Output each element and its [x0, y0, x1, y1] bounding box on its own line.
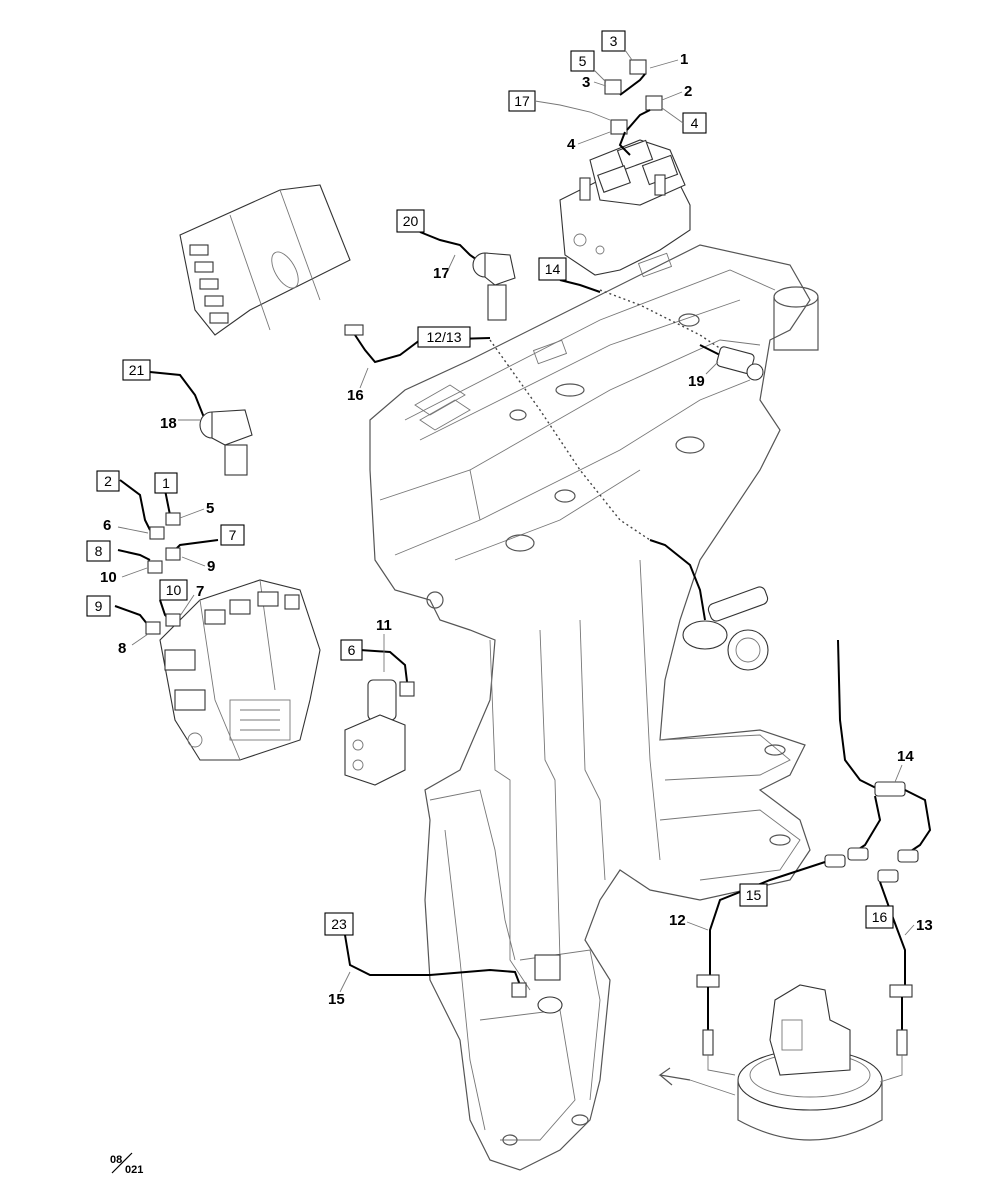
slewing-ring: [658, 984, 883, 1141]
boxed-number: 15: [739, 883, 768, 907]
svg-text:4: 4: [691, 115, 699, 131]
swivel-sensor-assembly: [649, 539, 769, 671]
boxed-number: 4: [682, 112, 707, 134]
boxed-number: 1: [154, 472, 178, 494]
callout-number: 1: [680, 51, 688, 68]
svg-text:14: 14: [545, 261, 561, 277]
svg-text:6: 6: [348, 642, 356, 658]
svg-text:8: 8: [95, 543, 103, 559]
drawing-code: 08 021: [110, 1152, 143, 1176]
svg-text:7: 7: [229, 527, 237, 543]
boxed-number: 5: [570, 50, 595, 72]
callout-number: 4: [567, 136, 576, 153]
callout-number: 13: [916, 917, 933, 934]
manifold-left-top: [179, 184, 351, 336]
boxed-number: 12/13: [417, 326, 471, 348]
svg-text:17: 17: [514, 93, 530, 109]
callout-number: 6: [103, 517, 111, 534]
cable-14-top: [559, 279, 601, 293]
boxed-number: 9: [86, 595, 111, 617]
boxed-number: 8: [86, 540, 111, 562]
callout-number: 7: [196, 583, 204, 600]
callout-number: 17: [433, 265, 450, 282]
svg-text:23: 23: [331, 916, 347, 932]
connectors-top: [604, 59, 663, 156]
sensor-17: [419, 231, 516, 321]
svg-text:2: 2: [104, 473, 112, 489]
callout-number: 15: [328, 991, 345, 1008]
valve-block-left: [159, 579, 321, 761]
boxed-number: 21: [122, 359, 151, 381]
cables-bottom-right: [696, 639, 932, 1083]
svg-text:3: 3: [610, 33, 618, 49]
boxed-number: 14: [538, 257, 567, 281]
svg-text:12/13: 12/13: [426, 329, 461, 345]
svg-text:9: 9: [95, 598, 103, 614]
svg-text:08: 08: [110, 1154, 122, 1166]
svg-text:10: 10: [166, 582, 182, 598]
callout-number: 12: [669, 912, 686, 929]
boxed-number: 6: [340, 639, 363, 661]
callout-number: 3: [582, 74, 590, 91]
sensor-18: [149, 371, 253, 476]
svg-text:15: 15: [746, 887, 762, 903]
svg-text:16: 16: [872, 909, 888, 925]
sensor-15-bottom: [344, 934, 563, 1014]
callout-number: 19: [688, 373, 705, 390]
valve-block-top-right: [559, 139, 691, 276]
svg-text:1: 1: [162, 475, 170, 491]
sensor-19: [699, 344, 764, 381]
svg-text:021: 021: [125, 1164, 143, 1176]
svg-text:20: 20: [403, 213, 419, 229]
boxed-number: 10: [159, 579, 188, 601]
boxed-number: 7: [220, 524, 245, 546]
cable-route-dotted: [489, 339, 651, 541]
boxed-number: 2: [96, 470, 120, 492]
main-frame: [369, 244, 819, 1171]
boxed-number: 16: [865, 905, 894, 929]
connectors-left: [114, 479, 219, 635]
callout-number: 8: [118, 640, 126, 657]
cable-route-dotted-2: [599, 289, 731, 356]
svg-text:21: 21: [129, 362, 145, 378]
callout-number: 10: [100, 569, 117, 586]
callout-number: 18: [160, 415, 177, 432]
callout-number: 2: [684, 83, 692, 100]
callout-number: 16: [347, 387, 364, 404]
boxed-number: 20: [396, 209, 425, 233]
svg-text:5: 5: [579, 53, 587, 69]
callout-number: 11: [376, 617, 392, 634]
boxed-number: 17: [508, 90, 536, 112]
boxed-number: 3: [601, 30, 626, 52]
boxed-number: 23: [324, 912, 354, 936]
callout-number: 9: [207, 558, 215, 575]
callout-number: 14: [897, 748, 914, 765]
callout-number: 5: [206, 500, 214, 517]
valve-11: [344, 649, 415, 786]
